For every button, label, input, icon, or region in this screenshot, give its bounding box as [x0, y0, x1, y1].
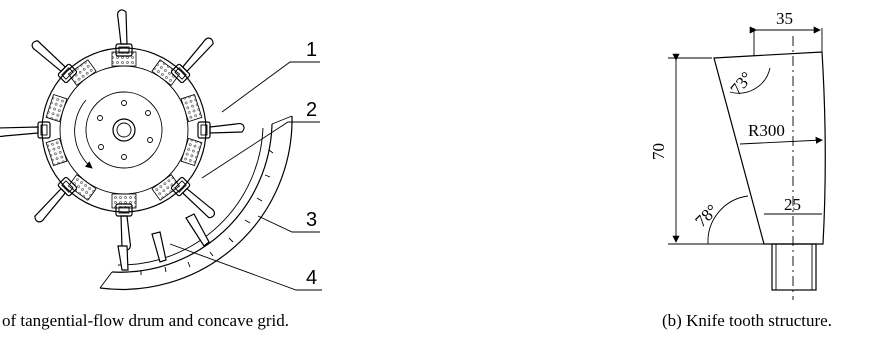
knife-teeth [0, 9, 245, 251]
knife-tooth-drawing [668, 26, 826, 300]
drum-disk [41, 47, 207, 213]
dim-radius: R300 [748, 121, 785, 140]
leader-lines [169, 61, 322, 291]
dim-bottom-width: 25 [784, 195, 801, 214]
bolt-holes [97, 100, 153, 160]
callout-4: 4 [306, 267, 317, 289]
tooth-mounts [45, 51, 203, 209]
dim-top-width: 35 [776, 9, 793, 28]
dim-height: 70 [649, 143, 668, 160]
callout-3: 3 [306, 209, 317, 231]
callout-2: 2 [306, 99, 317, 121]
concave-teeth [117, 213, 210, 271]
caption-a: of tangential-flow drum and concave grid… [2, 311, 290, 330]
dim-bottom-angle: 78° [691, 201, 721, 231]
dim-top-angle: 73° [727, 68, 757, 98]
caption-b: (b) Knife tooth structure. [662, 311, 832, 330]
callout-1: 1 [306, 39, 317, 61]
drum-assembly [0, 9, 322, 291]
concave-grid [99, 115, 293, 291]
